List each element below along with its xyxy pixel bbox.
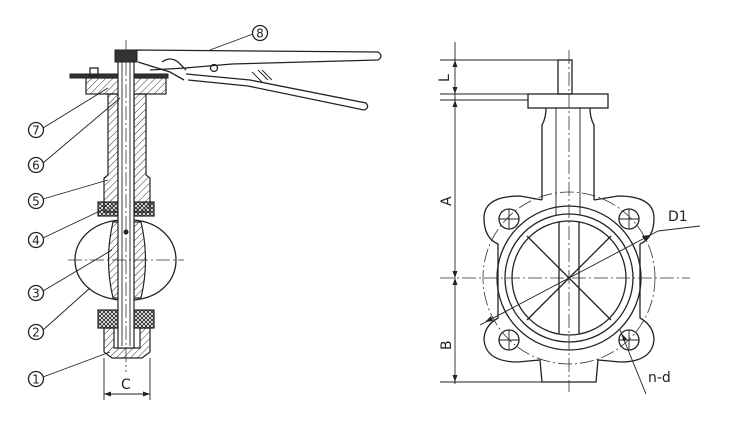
upper-seat [97,201,155,217]
callout-5-number: 5 [32,195,40,209]
callout-8-number: 8 [256,27,264,41]
dimension-c: C [103,358,151,400]
dimension-l: L [437,42,558,100]
callout-3-number: 3 [32,287,40,301]
section-view: C 8 7 6 5 [27,24,382,400]
callout-5: 5 [27,179,109,210]
dimension-a-label: A [439,196,455,206]
dimension-l-label: L [437,74,453,82]
lever-handle [119,49,382,111]
callout-8: 8 [209,24,269,51]
dimension-nd-label: n-d [648,370,671,386]
lower-seat [97,309,155,329]
callout-1-number: 1 [32,373,40,387]
dimension-nd: n-d [619,329,671,395]
callout-7-number: 7 [32,124,40,138]
front-view: L A B D1 n-d [437,42,701,395]
dimension-d1-label: D1 [668,209,688,225]
part-callouts: 8 7 6 5 4 [27,24,269,388]
dimension-b-label: B [439,340,455,350]
dimension-a: A [439,99,528,278]
callout-6: 6 [27,97,121,174]
callout-2: 2 [27,287,91,341]
callout-3: 3 [27,249,113,302]
dimension-d1: D1 [479,209,701,326]
callout-4: 4 [27,209,103,249]
callout-4-number: 4 [32,234,40,248]
dimension-b: B [439,278,542,384]
callout-7: 7 [27,87,109,139]
callout-6-number: 6 [32,159,40,173]
callout-1: 1 [27,351,111,388]
mounting-pad [527,59,609,109]
dimension-c-label: C [121,377,131,393]
callout-2-number: 2 [32,326,40,340]
bottom-boss [103,327,151,359]
neck [541,107,595,200]
